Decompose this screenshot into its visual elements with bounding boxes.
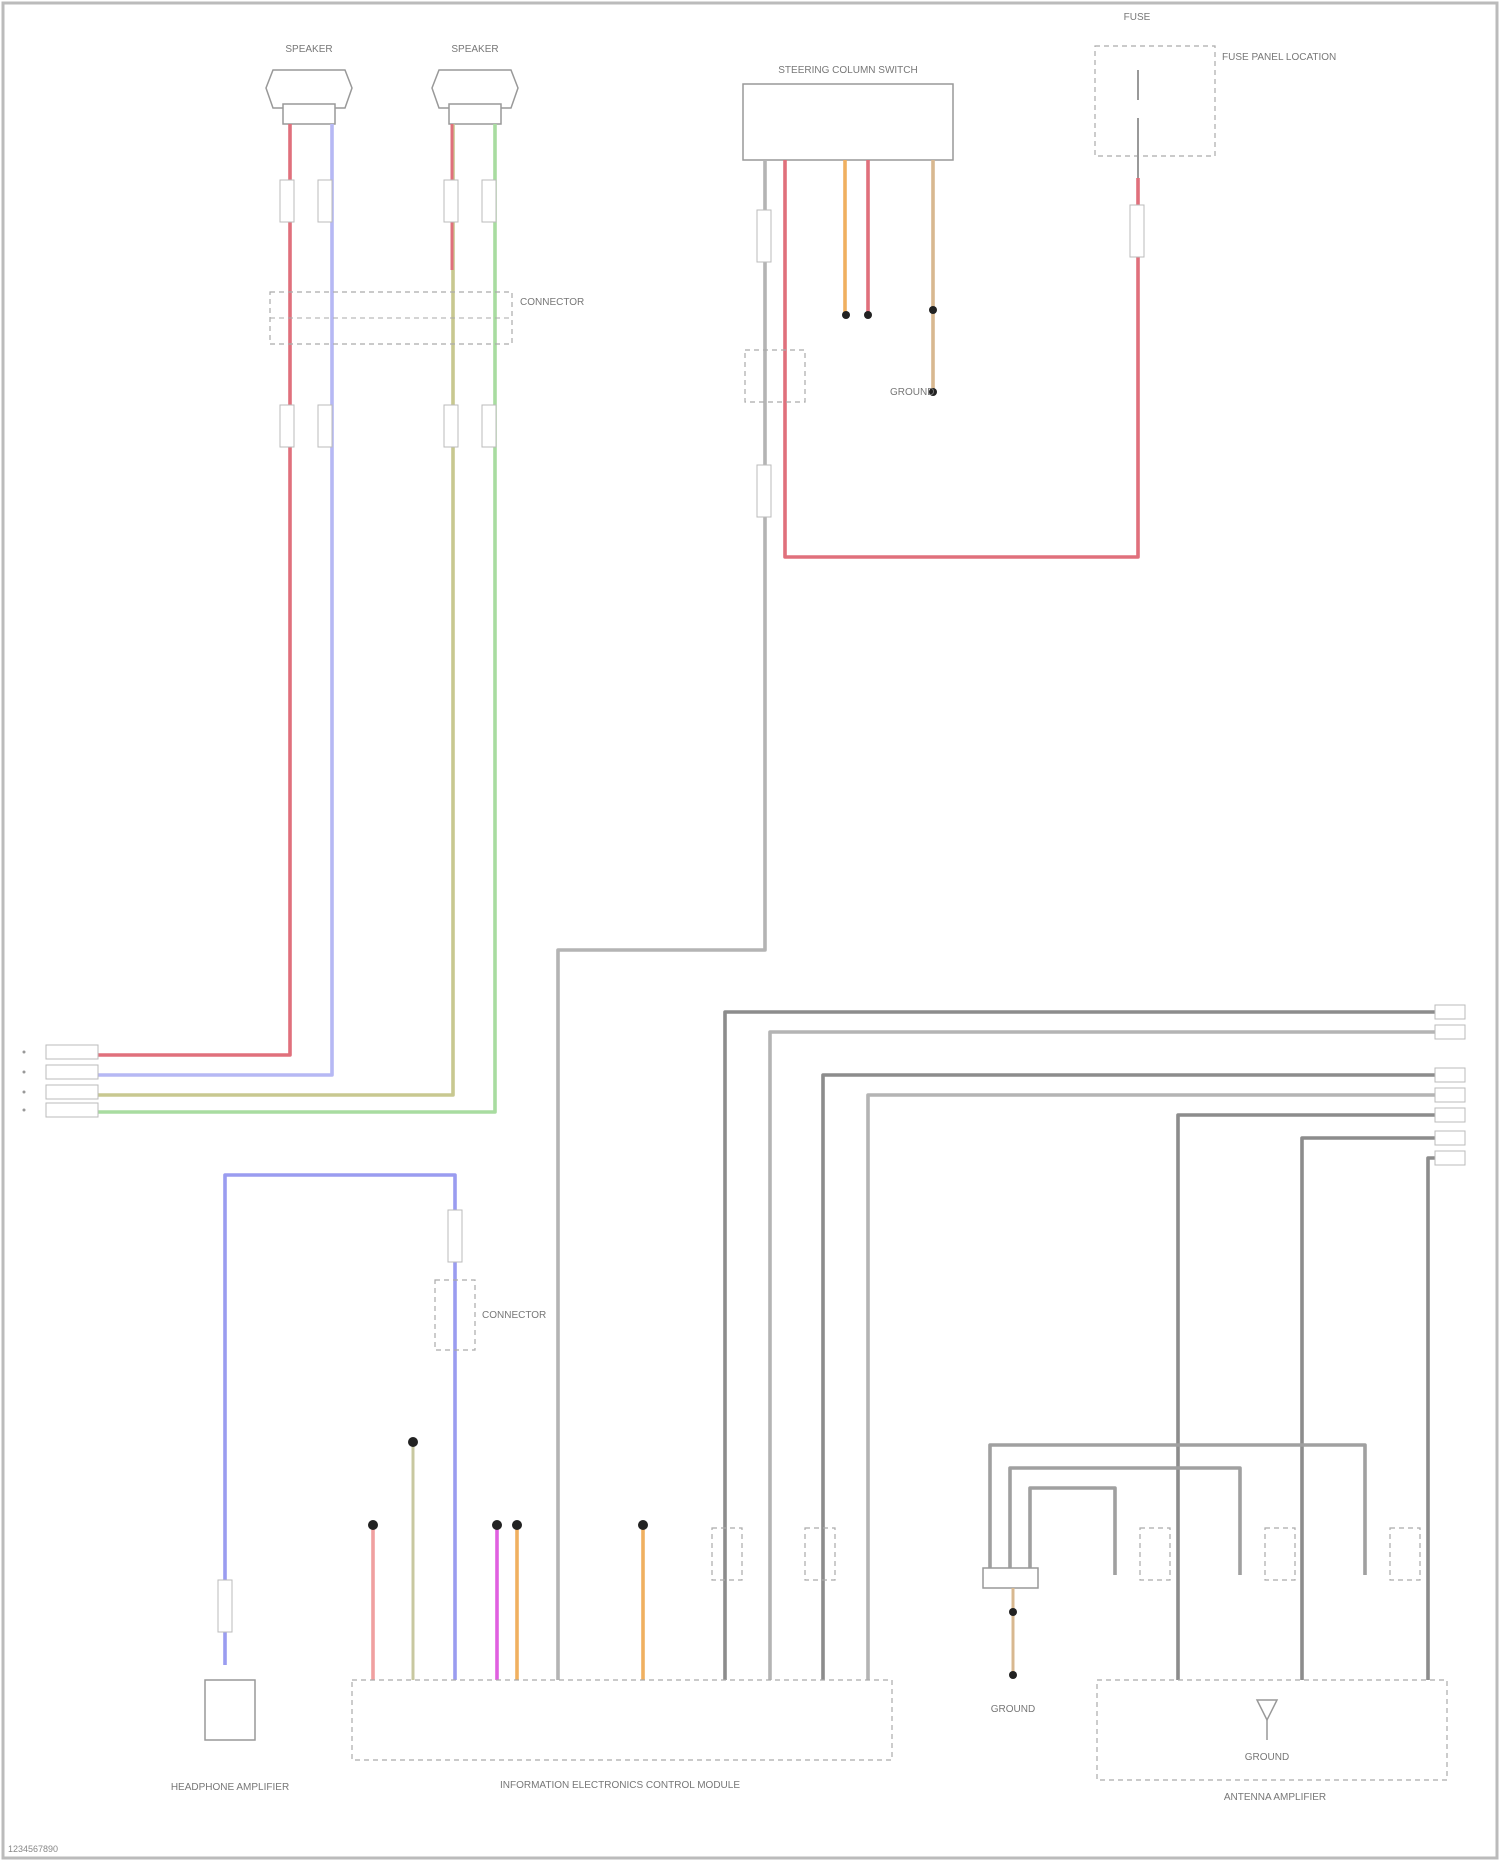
splice-steering-1 — [842, 311, 850, 319]
wire-headphone-blue — [225, 1175, 455, 1680]
antenna-ground-connector — [983, 1568, 1038, 1588]
ground-mid-label: GROUND — [890, 387, 934, 398]
splice-info-1 — [368, 1520, 378, 1530]
wire-steering-grey — [558, 160, 765, 1680]
steering-column-label: STEERING COLUMN SWITCH — [778, 65, 917, 76]
ground-bottom-label: GROUND — [991, 1704, 1035, 1715]
speaker-left-label: SPEAKER — [285, 44, 332, 55]
fuse-label: FUSE — [1124, 12, 1151, 23]
fuse-note: FUSE PANEL LOCATION — [1222, 52, 1336, 63]
splice-info-4 — [512, 1520, 522, 1530]
tag-steering-2 — [757, 465, 771, 517]
info-module-label: INFORMATION ELECTRONICS CONTROL MODULE — [500, 1780, 740, 1791]
splice-info-5 — [638, 1520, 648, 1530]
wire-antenna-3 — [1030, 1488, 1115, 1575]
connector-note-blue: CONNECTOR — [482, 1310, 546, 1321]
wire-speaker-right-yellow — [46, 124, 453, 1095]
splice-steering-3 — [929, 306, 937, 314]
module-pin-ticks — [712, 1528, 1420, 1580]
right-edge-connectors — [1435, 1005, 1465, 1165]
wire-speaker-right-green — [46, 124, 495, 1112]
steering-column-switch: STEERING COLUMN SWITCH — [743, 65, 953, 160]
tag-fuse — [1130, 205, 1144, 257]
tag-steering-1 — [757, 210, 771, 262]
splice-info-2 — [408, 1437, 418, 1447]
connector-steering — [745, 350, 805, 402]
headphone-amp-label: HEADPHONE AMPLIFIER — [171, 1782, 289, 1793]
tag-blue-2 — [218, 1580, 232, 1632]
information-electronics-control-module: INFORMATION ELECTRONICS CONTROL MODULE — [352, 1680, 892, 1791]
speaker-wire-tags — [280, 180, 496, 447]
headphone-amplifier: HEADPHONE AMPLIFIER — [171, 1680, 289, 1793]
wire-speaker-left-red — [46, 124, 290, 1055]
antenna-amplifier: GROUND ANTENNA AMPLIFIER — [1097, 1680, 1447, 1803]
splice-steering-2 — [864, 311, 872, 319]
antenna-amp-label: ANTENNA AMPLIFIER — [1224, 1792, 1326, 1803]
ground-bottom-right-label: GROUND — [1245, 1752, 1289, 1763]
ground-antenna — [1009, 1671, 1017, 1679]
connector-note-speakers: CONNECTOR — [520, 297, 584, 308]
splice-antenna — [1009, 1608, 1017, 1616]
speaker-left: SPEAKER — [266, 44, 352, 124]
speaker-right: SPEAKER — [432, 44, 518, 124]
fuse-panel: FUSE FUSE PANEL LOCATION — [1095, 12, 1336, 178]
tag-blue-1 — [448, 1210, 462, 1262]
wire-steering-red — [785, 160, 1138, 557]
splice-info-3 — [492, 1520, 502, 1530]
antenna-icon — [1257, 1700, 1277, 1720]
footer-code: 1234567890 — [8, 1844, 58, 1854]
speaker-right-label: SPEAKER — [451, 44, 498, 55]
wire-antenna-2 — [1010, 1468, 1240, 1575]
left-edge-connectors — [23, 1045, 99, 1117]
